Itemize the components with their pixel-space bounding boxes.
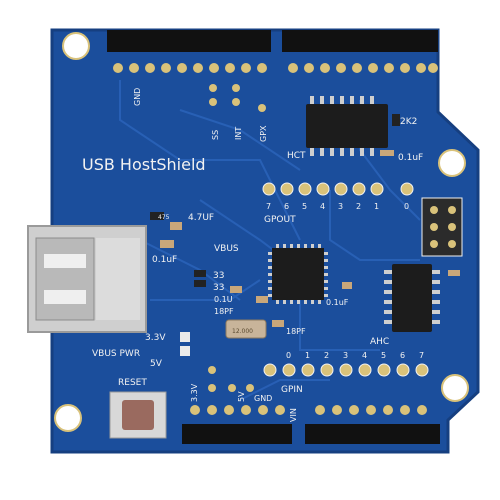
power-pads <box>208 366 254 392</box>
label-gnd-bottom: GND <box>254 394 272 403</box>
label-5v-bottom: 5V <box>237 391 246 402</box>
label-475: 475 <box>158 214 170 221</box>
gpin-pin-label: 4 <box>362 351 367 360</box>
gpout-pin-label: 1 <box>374 202 379 211</box>
label-01uf-left: 0.1uF <box>152 255 177 265</box>
ss-int-gpx-pads <box>209 84 266 112</box>
resistor-2k2 <box>392 114 400 126</box>
label-01uf-top: 0.1uF <box>398 153 423 163</box>
mounting-holes <box>54 32 469 432</box>
gpin-pads <box>263 363 429 377</box>
label-3v3: 3.3V <box>145 333 166 343</box>
label-vbus: VBUS <box>214 244 239 254</box>
label-ss: SS <box>211 130 220 140</box>
label-18pf-b: 18PF <box>286 327 306 336</box>
icsp-header <box>421 197 463 257</box>
label-33a: 33 <box>213 271 224 281</box>
mounting-hole-top-left <box>62 32 90 60</box>
label-reset: RESET <box>118 378 147 388</box>
label-47uf: 4.7UF <box>188 213 214 223</box>
top-header-left <box>107 30 271 73</box>
ahc-chip <box>384 264 440 332</box>
gpin-pin-label: 1 <box>305 351 310 360</box>
label-18pf-a: 18PF <box>214 307 234 316</box>
gpout-pin-label: 5 <box>302 202 307 211</box>
label-vbus-pwr: VBUS PWR <box>92 349 140 359</box>
label-01u: 0.1U <box>214 295 233 304</box>
hct-chip <box>306 104 388 148</box>
label-int: INT <box>234 127 243 140</box>
mounting-hole-right-bottom <box>441 374 469 402</box>
gpout-pads <box>262 182 414 196</box>
label-01uf-mid: 0.1uF <box>326 298 349 307</box>
usb-port-icon <box>27 225 147 333</box>
gpin-pin-label: 6 <box>400 351 405 360</box>
gpout-pin-label: 4 <box>320 202 325 211</box>
smd-components <box>150 212 352 356</box>
main-controller-chip <box>268 244 328 304</box>
gpout-pin-label: 7 <box>266 202 271 211</box>
gpin-pin-label: 7 <box>419 351 424 360</box>
reset-button-icon[interactable] <box>109 391 167 439</box>
label-gnd: GND <box>133 88 142 106</box>
gpout-pin-label: 0 <box>404 202 409 211</box>
gpin-pin-label: 2 <box>324 351 329 360</box>
bottom-header-right <box>305 405 440 444</box>
gpin-pin-label: 3 <box>343 351 348 360</box>
gpout-pin-label: 6 <box>284 202 289 211</box>
bottom-header-left <box>182 405 292 444</box>
gpout-pin-label: 2 <box>356 202 361 211</box>
capacitor-near-ahc <box>448 270 460 276</box>
label-ahc: AHC <box>370 337 389 347</box>
label-2k2: 2K2 <box>400 117 417 127</box>
gpin-pin-label: 0 <box>286 351 291 360</box>
top-header-right <box>282 30 438 73</box>
label-5v: 5V <box>150 359 163 369</box>
ic-chip-icon <box>306 96 388 156</box>
gpout-pin-label: 3 <box>338 202 343 211</box>
label-gpin: GPIN <box>281 385 303 395</box>
mounting-hole-bottom-left <box>54 404 82 432</box>
gpout-pin-labels: 7 6 5 4 3 2 1 0 <box>266 202 409 211</box>
crystal-icon <box>225 319 267 339</box>
label-crystal: 12.000 <box>232 328 253 335</box>
label-vin: VIN <box>289 408 298 422</box>
gpin-pin-label: 5 <box>381 351 386 360</box>
board-title: USB HostShield <box>82 155 206 174</box>
label-gpx: GPX <box>259 125 268 142</box>
label-gpout: GPOUT <box>264 215 296 225</box>
gpin-pin-labels: 0 1 2 3 4 5 6 7 <box>286 351 424 360</box>
mounting-hole-right-top <box>438 149 466 177</box>
label-33b: 33 <box>213 283 224 293</box>
capacitor-01uf-top <box>380 150 394 156</box>
label-hct: HCT <box>287 151 306 161</box>
label-3v3-bottom: 3.3V <box>190 383 199 402</box>
